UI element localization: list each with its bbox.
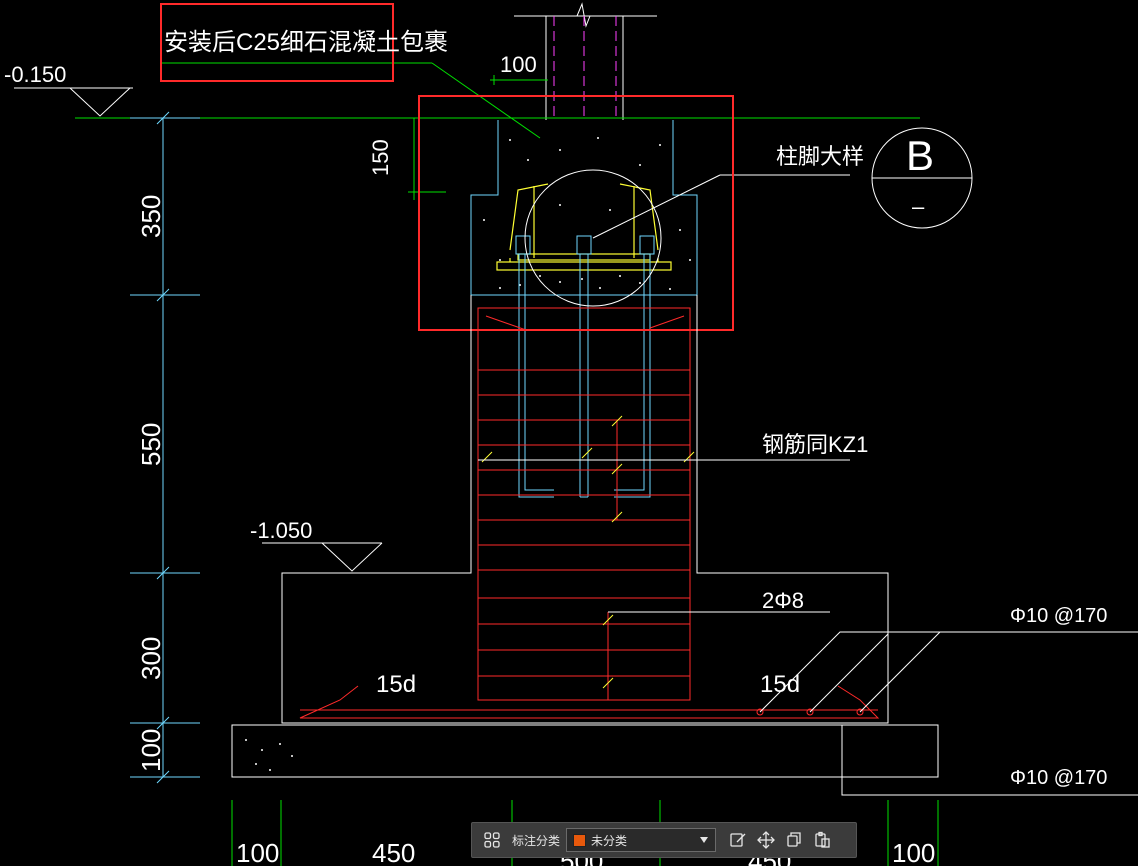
move-icon[interactable]: [752, 826, 780, 854]
dim-550: 550: [136, 423, 166, 466]
elevation-symbol-top: [14, 87, 133, 117]
category-color-swatch: [573, 833, 587, 847]
dim-300: 300: [136, 637, 166, 680]
rebar-dots: [756, 708, 864, 716]
section-symbol: [871, 127, 973, 229]
dim-bottom-5: 100: [892, 838, 935, 866]
footing-outline: [231, 295, 1138, 796]
paste-icon[interactable]: [808, 826, 836, 854]
label-phi10-top: Φ10 @170: [1010, 605, 1107, 627]
detail-label: 柱脚大样: [776, 144, 864, 169]
lean-concrete-hatch: [245, 739, 293, 771]
copy-icon[interactable]: [780, 826, 808, 854]
grade-lines: [75, 62, 939, 866]
dim-bottom-1: 100: [236, 838, 279, 866]
detail-callout-circle: [524, 169, 662, 307]
column-base-plate: [496, 183, 672, 271]
anchor-bolts: [515, 235, 655, 498]
dim-350: 350: [136, 195, 166, 238]
dim-bottom-2: 450: [372, 838, 415, 866]
pier-rebar: [299, 307, 880, 719]
category-label: 标注分类: [512, 833, 561, 848]
category-select[interactable]: 未分类: [566, 828, 717, 852]
label-15d-left: 15d: [376, 671, 416, 698]
left-dimension-chain: [130, 111, 200, 784]
concrete-hatch: [483, 137, 691, 290]
section-sub: –: [912, 194, 925, 219]
pedestal-outline: [470, 120, 698, 296]
elevation-bottom-label: -1.050: [250, 518, 312, 543]
column-top: [514, 2, 657, 120]
dim-top-100: 100: [500, 52, 537, 77]
label-rebar-kz1: 钢筋同KZ1: [762, 432, 868, 457]
grid-icon[interactable]: [478, 826, 506, 854]
label-2phi8: 2Φ8: [762, 588, 804, 613]
dim-150: 150: [368, 139, 393, 176]
category-selected: 未分类: [591, 833, 628, 848]
elevation-top-label: -0.150: [4, 62, 66, 87]
leader-lines: [478, 459, 1138, 713]
highlight-note-box: [160, 3, 394, 82]
elevation-symbol-bottom: [262, 542, 383, 572]
section-letter: B: [906, 132, 934, 179]
edit-icon[interactable]: [724, 826, 752, 854]
chevron-down-icon: [699, 833, 709, 847]
label-15d-right: 15d: [760, 671, 800, 698]
annotation-toolbar: 标注分类 未分类: [471, 822, 857, 858]
install-note: 安装后C25细石混凝土包裹: [164, 29, 448, 56]
dim-100-left: 100: [136, 729, 166, 772]
label-phi10-bottom: Φ10 @170: [1010, 767, 1107, 789]
